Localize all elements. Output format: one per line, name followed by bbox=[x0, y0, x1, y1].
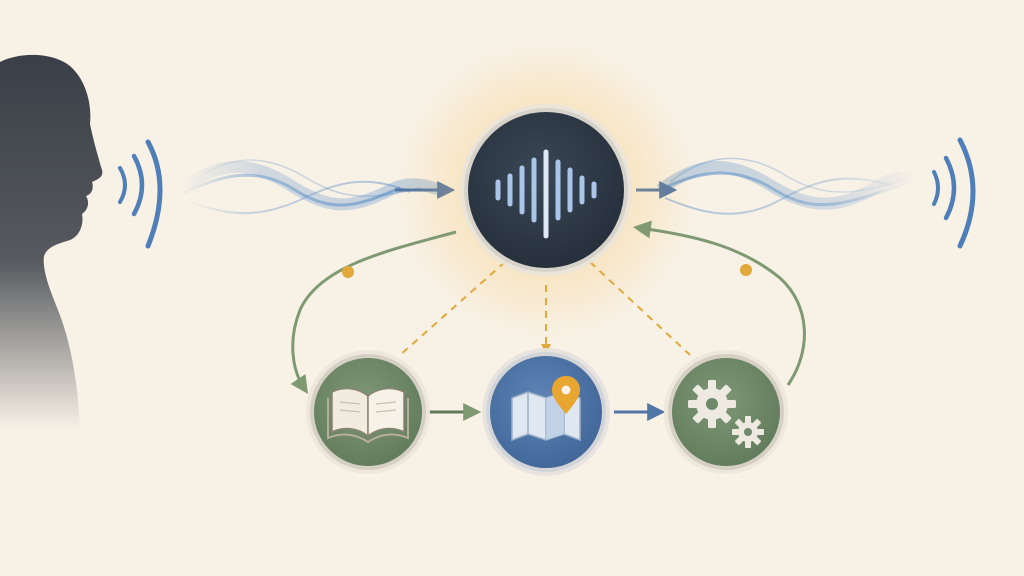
action-node bbox=[664, 350, 788, 474]
voice-waveform-icon bbox=[495, 149, 597, 239]
dashed-connectors bbox=[399, 261, 691, 356]
gears-icon bbox=[688, 380, 764, 448]
sound-receive-icon bbox=[932, 137, 976, 249]
outgoing-audio-wave bbox=[656, 157, 918, 215]
loop-left-dot bbox=[342, 266, 354, 278]
map-pin-icon bbox=[511, 376, 581, 442]
person-silhouette-icon bbox=[0, 54, 103, 431]
loop-right-dot bbox=[740, 264, 752, 276]
loop-right-connector bbox=[632, 220, 806, 386]
sound-emit-icon bbox=[118, 139, 163, 249]
voice-hub-node bbox=[460, 104, 632, 276]
planning-node bbox=[482, 348, 610, 476]
open-book-icon bbox=[327, 387, 409, 444]
loop-left-connector bbox=[290, 230, 457, 394]
knowledge-node bbox=[306, 350, 430, 474]
